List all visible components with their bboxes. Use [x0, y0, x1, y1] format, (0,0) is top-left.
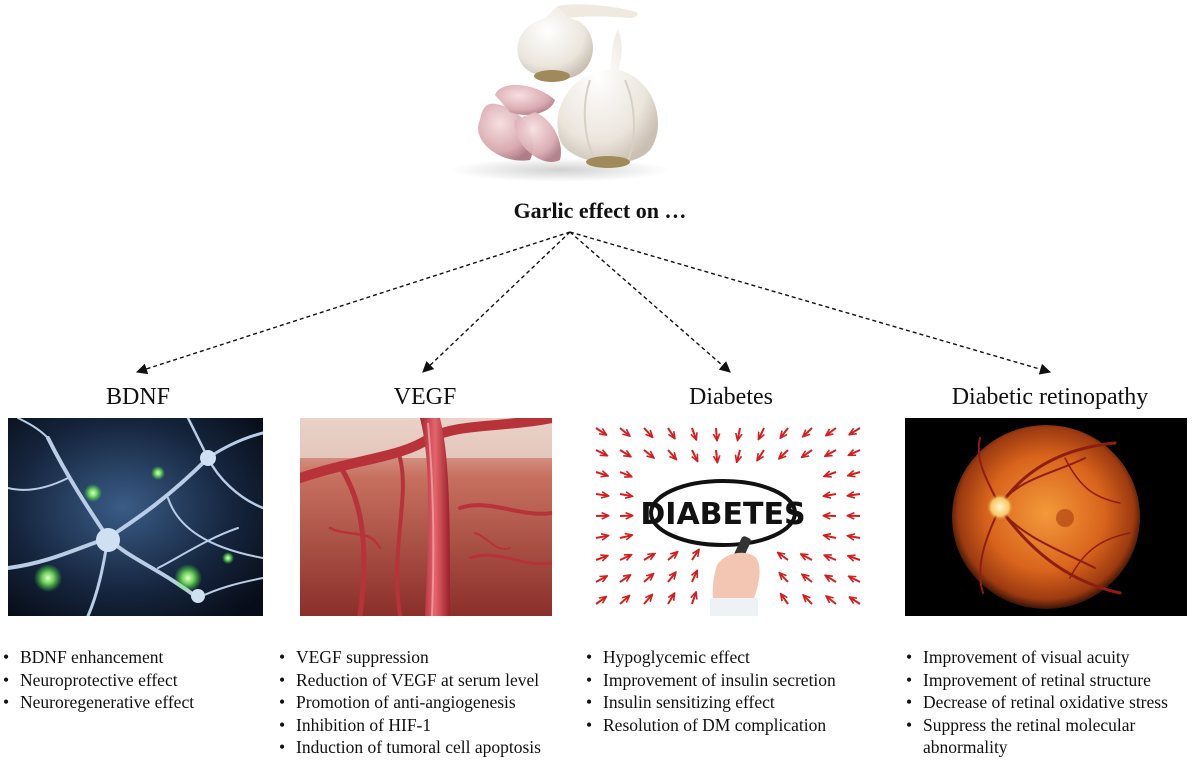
red-arrow [667, 552, 677, 561]
bullet-list-retinopathy: Improvement of visual acuity Improvement… [903, 646, 1200, 759]
arrow-retinopathy [569, 231, 1052, 375]
red-arrow [643, 574, 653, 583]
neuron-network-image [8, 418, 263, 616]
red-arrow [667, 594, 674, 605]
red-arrow [827, 596, 837, 605]
diabetes-word-image: DIABETES [586, 418, 878, 616]
red-arrow [619, 494, 632, 496]
red-arrow [848, 536, 861, 538]
red-arrow [849, 556, 861, 560]
list-item: Inhibition of HIF-1 [276, 714, 586, 737]
list-item: Insulin sensitizing effect [583, 691, 893, 714]
red-arrow [803, 575, 813, 583]
red-arrow [850, 597, 861, 605]
red-arrow [780, 573, 789, 583]
red-arrow [737, 449, 740, 462]
list-item: Suppress the retinal molecular abnormali… [903, 714, 1200, 759]
arrow-diabetes [569, 231, 731, 373]
red-arrow [738, 427, 740, 440]
red-arrow [643, 427, 652, 437]
center-title: Garlic effect on … [513, 198, 687, 223]
blood-vessels-image [300, 418, 552, 616]
red-arrow [643, 554, 654, 561]
red-arrow [781, 427, 789, 438]
red-arrow [848, 494, 861, 496]
red-arrow [643, 449, 653, 457]
red-arrow [692, 427, 696, 439]
arrow-vegf [422, 231, 571, 373]
red-arrow [826, 427, 837, 435]
col-title-retinopathy: Diabetic retinopathy [951, 384, 1149, 410]
red-arrow [595, 472, 607, 476]
red-arrow [692, 449, 697, 461]
diabetes-image-text: DIABETES [640, 497, 805, 532]
garlic-image [450, 4, 670, 182]
red-arrow [619, 555, 631, 560]
list-item: Hypoglycemic effect [583, 646, 893, 669]
red-arrow [595, 597, 606, 605]
red-arrow [826, 449, 837, 456]
list-item: BDNF enhancement [0, 646, 280, 669]
red-arrow [667, 573, 675, 583]
bullet-list-vegf: VEGF suppression Reduction of VEGF at se… [276, 646, 586, 759]
red-arrow [757, 449, 765, 460]
red-arrow [779, 449, 789, 458]
col-title-diabetes: Diabetes [689, 384, 773, 410]
red-arrow [778, 553, 789, 561]
red-arrow [619, 575, 630, 583]
red-arrow [824, 494, 837, 496]
red-arrow [801, 554, 813, 561]
list-item: Reduction of VEGF at serum level [276, 669, 586, 692]
red-arrow [595, 494, 608, 496]
arrow-bdnf [135, 231, 571, 375]
list-item: Improvement of visual acuity [903, 646, 1200, 669]
red-arrow [595, 449, 607, 455]
red-arrow [825, 555, 837, 560]
red-arrow [692, 593, 696, 605]
bullet-list-diabetes: Hypoglycemic effect Improvement of insul… [583, 646, 893, 736]
red-arrow [595, 576, 607, 583]
red-arrow [595, 556, 607, 560]
red-arrow [595, 536, 608, 538]
list-item: Neuroprotective effect [0, 669, 280, 692]
red-arrows-group [595, 427, 861, 605]
red-arrow [824, 535, 837, 538]
red-arrow [716, 449, 717, 462]
red-arrow [803, 427, 813, 436]
red-arrow [619, 427, 629, 436]
list-item: Induction of tumoral cell apoptosis [276, 736, 586, 759]
red-arrow [595, 427, 606, 435]
red-arrow [849, 472, 861, 475]
red-arrow [781, 594, 789, 605]
red-arrow [691, 550, 699, 561]
bullet-list-bdnf: BDNF enhancement Neuroprotective effect … [0, 646, 280, 714]
col-title-bdnf: BDNF [105, 384, 171, 410]
red-arrow [716, 427, 717, 440]
list-item: Improvement of retinal structure [903, 669, 1200, 692]
list-item: Neuroregenerative effect [0, 691, 280, 714]
list-item: Resolution of DM complication [583, 714, 893, 737]
red-arrow [759, 427, 764, 439]
red-arrow [849, 577, 861, 583]
list-item: Improvement of insulin secretion [583, 669, 893, 692]
red-arrow [849, 450, 861, 455]
red-arrow [619, 535, 632, 538]
list-item: Decrease of retinal oxidative stress [903, 691, 1200, 714]
col-title-vegf: VEGF [393, 384, 457, 410]
red-arrow [619, 596, 629, 605]
red-arrow [692, 571, 697, 583]
red-arrow [643, 595, 652, 605]
red-arrow [802, 449, 813, 457]
list-item: Promotion of anti-angiogenesis [276, 691, 586, 714]
red-arrow [619, 472, 631, 476]
retina-fundus-image [905, 418, 1187, 616]
list-item: VEGF suppression [276, 646, 586, 669]
red-arrow [619, 449, 630, 456]
red-arrow [850, 427, 861, 434]
red-arrow [667, 449, 676, 459]
red-arrow [804, 595, 813, 605]
red-arrow [826, 576, 837, 583]
red-arrow [667, 427, 675, 438]
red-arrow [825, 472, 837, 476]
